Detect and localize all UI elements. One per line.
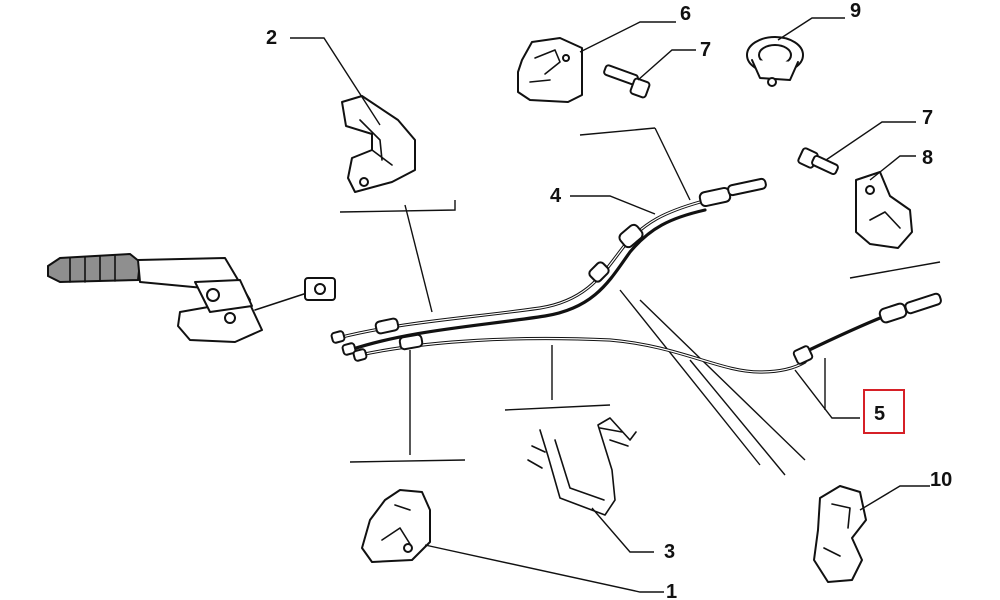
callout-2: 2 bbox=[266, 27, 277, 49]
handbrake-lever bbox=[47, 252, 336, 343]
callout-5: 5 bbox=[874, 403, 885, 425]
part-1-support bbox=[361, 489, 431, 563]
callout-4: 4 bbox=[550, 185, 562, 207]
callout-7-top: 7 bbox=[700, 39, 711, 61]
callout-7-right: 7 bbox=[922, 107, 933, 129]
callout-labels: 2 6 7 9 7 8 4 5 3 1 10 bbox=[266, 0, 952, 600]
cable-assembly bbox=[336, 200, 887, 374]
callout-10: 10 bbox=[930, 469, 952, 491]
callout-1: 1 bbox=[666, 581, 677, 600]
callout-3: 3 bbox=[664, 541, 675, 563]
part-7-bolt-top bbox=[603, 64, 651, 99]
part-6-clip bbox=[517, 37, 583, 103]
part-2-bracket bbox=[341, 95, 416, 193]
part-10-clip bbox=[813, 485, 867, 583]
callout-leaders bbox=[290, 17, 930, 593]
cable-fittings bbox=[330, 177, 942, 365]
highlight-box-callout-5 bbox=[863, 389, 905, 434]
part-7-bolt-right bbox=[797, 147, 839, 176]
section-lines bbox=[339, 127, 941, 476]
part-8-clip-bracket bbox=[855, 171, 913, 249]
part-9-grommet bbox=[746, 36, 804, 87]
part-3-spring-clip bbox=[527, 417, 637, 516]
callout-6: 6 bbox=[680, 3, 691, 25]
callout-8: 8 bbox=[922, 147, 933, 169]
callout-9: 9 bbox=[850, 0, 861, 22]
